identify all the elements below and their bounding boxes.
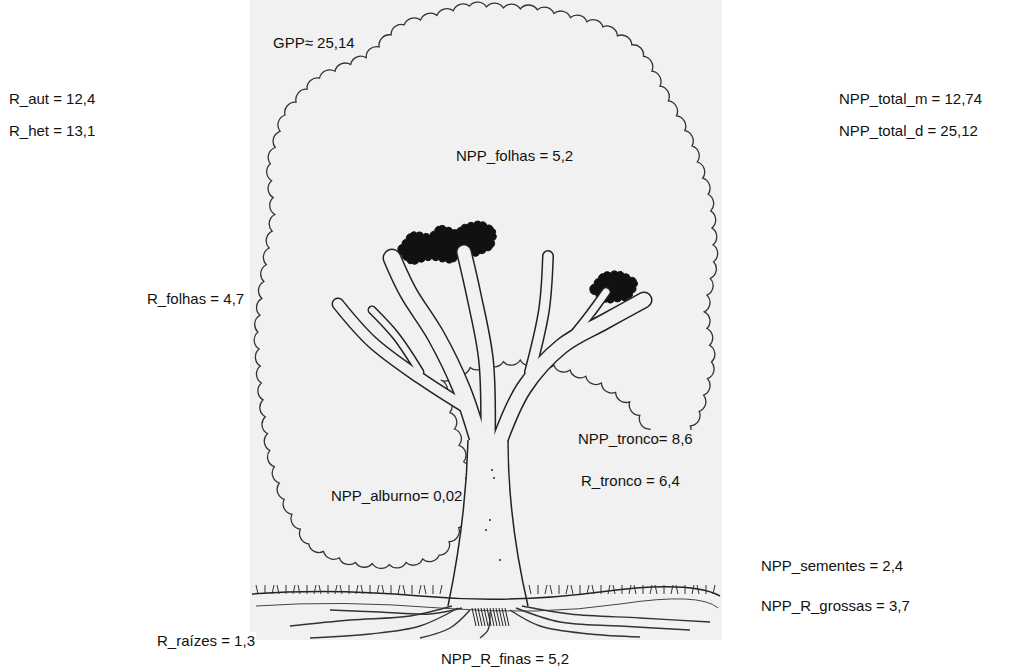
branch-outline [500, 300, 644, 440]
value-label: GPP≈ 25,14 [272, 34, 356, 52]
value-label: NPP_total_m = 12,74 [838, 90, 983, 108]
value-label: NPP_R_finas = 5,2 [440, 650, 570, 668]
grass [256, 585, 715, 594]
value-label: NPP_tronco= 8,6 [577, 430, 694, 448]
bark-mark [485, 529, 487, 531]
value-label: NPP_folhas = 5,2 [455, 147, 574, 165]
value-label: R_folhas = 4,7 [146, 290, 245, 308]
branch-fill [500, 300, 644, 440]
root-clump [472, 608, 509, 626]
picture-ground [250, 0, 722, 640]
branch-fill [338, 304, 470, 410]
value-label: NPP_sementes = 2,4 [760, 557, 904, 575]
value-label: NPP_R_grossas = 3,7 [760, 597, 911, 615]
branch-fill [530, 256, 548, 372]
branch-fill [566, 292, 606, 344]
bark-mark [489, 519, 491, 521]
value-label: R_tronco = 6,4 [580, 472, 681, 490]
trunk-edge [448, 440, 528, 606]
bark-mark [491, 469, 493, 471]
tree-trunk [448, 440, 528, 606]
value-label: R_raízes = 1,3 [156, 632, 256, 650]
branch-fill [464, 252, 488, 440]
root [330, 608, 462, 614]
branch-fill [372, 310, 420, 372]
dark-foliage [448, 221, 496, 256]
bark-mark [499, 559, 501, 561]
root [516, 608, 690, 630]
value-label: R_aut = 12,4 [8, 90, 96, 108]
bark-mark [493, 477, 495, 479]
value-label: R_het = 13,1 [8, 122, 96, 140]
value-label: NPP_total_d = 25,12 [838, 122, 979, 140]
value-label: NPP_alburno= 0,02 [330, 487, 463, 505]
